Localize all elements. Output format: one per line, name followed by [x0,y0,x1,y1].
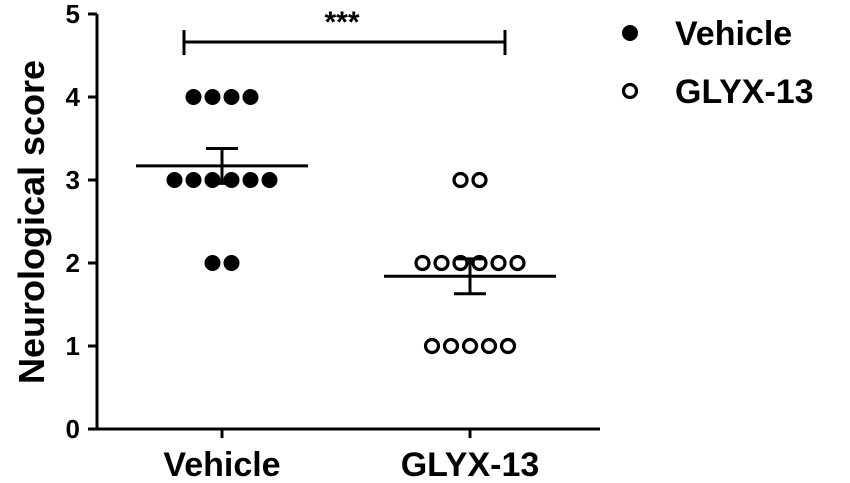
data-point-glyx13 [461,337,479,355]
y-axis-title: Neurological score [11,60,52,384]
y-ticks: 0 1 2 3 4 5 [66,0,97,444]
data-point-vehicle [204,172,221,188]
significance-bracket: *** [182,6,507,55]
mean-sem-bars [136,146,556,296]
y-tick-label: 3 [66,165,80,195]
legend-label-vehicle: Vehicle [675,15,792,53]
data-point-vehicle [223,255,240,271]
data-points [166,89,526,355]
data-point-vehicle [185,89,202,105]
y-tick-label: 2 [66,248,80,278]
y-tick-label: 0 [66,414,80,444]
data-point-vehicle [242,89,259,105]
data-point-glyx13 [490,254,507,272]
data-point-glyx13 [442,337,460,355]
data-point-vehicle [242,172,259,188]
legend-marker-glyx13 [621,82,639,100]
data-point-vehicle [204,89,221,105]
data-point-vehicle [185,172,202,188]
axes [95,14,600,438]
significance-label: *** [324,6,359,39]
y-tick-label: 5 [66,0,80,29]
data-point-glyx13 [509,254,526,272]
data-point-vehicle [223,172,240,188]
y-tick-label: 4 [66,82,81,112]
data-point-glyx13 [452,171,469,189]
legend-label-glyx13: GLYX-13 [675,73,814,111]
data-point-glyx13 [480,337,498,355]
category-label-vehicle: Vehicle [163,446,280,483]
y-tick-label: 1 [66,331,80,361]
legend-marker-vehicle [622,25,638,41]
data-point-glyx13 [414,254,431,272]
data-point-glyx13 [423,337,441,355]
data-point-vehicle [261,172,278,188]
data-point-vehicle [223,89,240,105]
data-point-vehicle [166,172,183,188]
data-point-vehicle [204,255,221,271]
legend: Vehicle GLYX-13 [621,15,814,111]
data-point-glyx13 [433,254,450,272]
data-point-glyx13 [471,171,488,189]
data-point-glyx13 [499,337,517,355]
category-label-glyx13: GLYX-13 [401,446,540,483]
